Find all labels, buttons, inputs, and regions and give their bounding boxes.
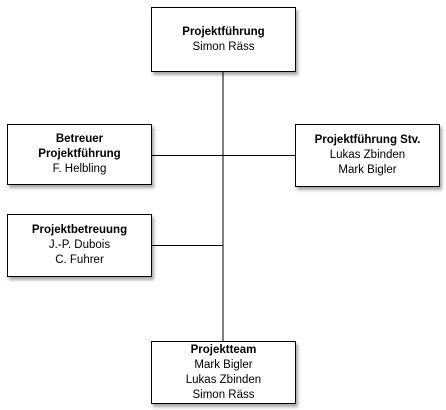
node-title-line-2: Projektführung (38, 148, 121, 160)
node-title: Betreuer (55, 133, 104, 145)
node-member: F. Helbling (52, 163, 107, 175)
node-member: Simon Räss (192, 40, 255, 53)
node-projektfuehrung-stv: Projektführung Stv. Lukas Zbinden Mark B… (295, 124, 440, 187)
node-member: C. Fuhrer (55, 254, 104, 266)
node-member: Lukas Zbinden (185, 373, 262, 386)
node-title: Projektbetreuung (31, 224, 128, 236)
node-projektfuehrung: Projektführung Simon Räss (151, 7, 296, 72)
node-betreuer-projektfuehrung: Betreuer Projektführung F. Helbling (7, 124, 152, 185)
node-member: Mark Bigler (194, 358, 253, 371)
node-member: Lukas Zbinden (329, 149, 406, 161)
node-projektbetreuung: Projektbetreuung J.-P. Dubois C. Fuhrer (7, 214, 152, 277)
node-member: Simon Räss (192, 388, 255, 401)
node-title: Projektführung Stv. (314, 134, 421, 146)
node-title: Projektteam (190, 343, 257, 356)
node-title: Projektführung (182, 25, 265, 38)
node-member: J.-P. Dubois (48, 239, 111, 251)
node-member: Mark Bigler (338, 164, 397, 176)
node-projektteam: Projektteam Mark Bigler Lukas Zbinden Si… (151, 341, 296, 404)
